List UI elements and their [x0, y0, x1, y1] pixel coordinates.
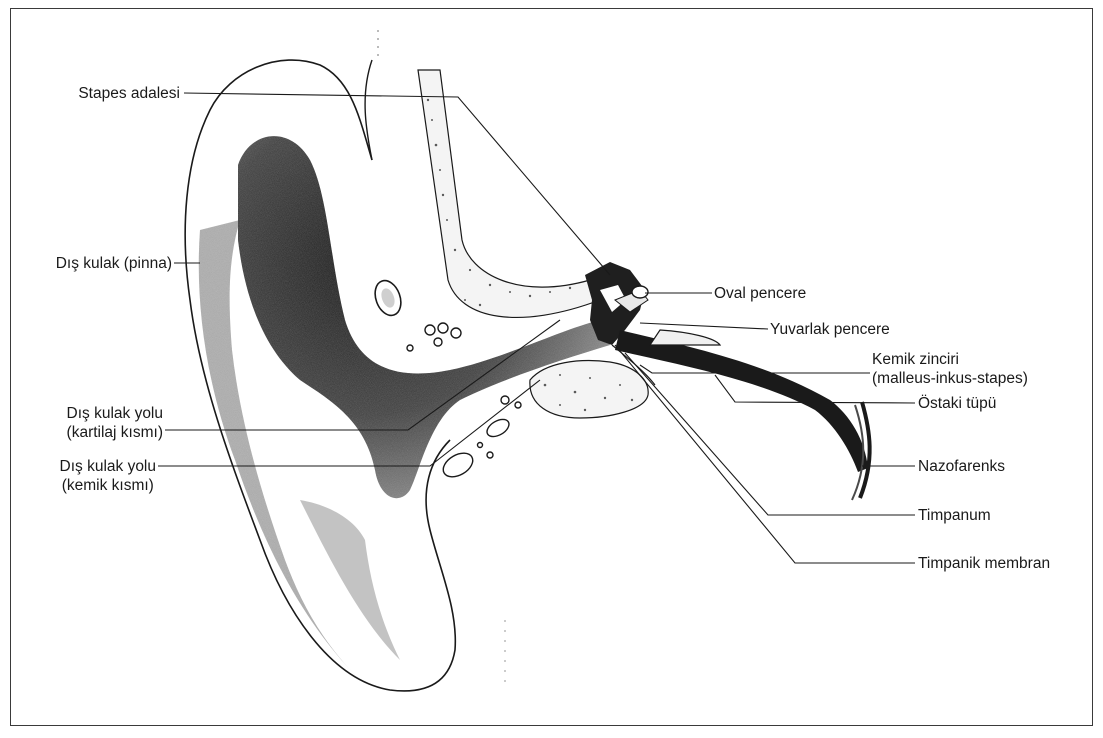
label-oval-window: Oval pencere [714, 284, 806, 303]
eustachian-tube [615, 330, 868, 472]
lower-bone [530, 361, 648, 418]
label-stapes-muscle: Stapes adalesi [78, 84, 180, 103]
label-ear-canal-cartilage: Dış kulak yolu (kartilaj kısmı) [67, 404, 163, 442]
label-ossicular-chain: Kemik zinciri (malleus-inkus-stapes) [872, 350, 1028, 388]
pinna-top-fold [365, 60, 372, 160]
label-nasopharynx: Nazofarenks [918, 457, 1005, 476]
leader-round [640, 323, 768, 329]
label-outer-ear: Dış kulak (pinna) [56, 254, 172, 273]
ear-lobe [300, 500, 400, 660]
temporal-bone [418, 70, 600, 317]
label-tympanic-membrane: Timpanik membran [918, 554, 1050, 573]
label-eustachian-tube: Östaki tüpü [918, 394, 996, 413]
label-ear-canal-bone: Dış kulak yolu (kemik kısmı) [60, 457, 156, 495]
label-round-window: Yuvarlak pencere [770, 320, 890, 339]
label-tympanum: Timpanum [918, 506, 991, 525]
